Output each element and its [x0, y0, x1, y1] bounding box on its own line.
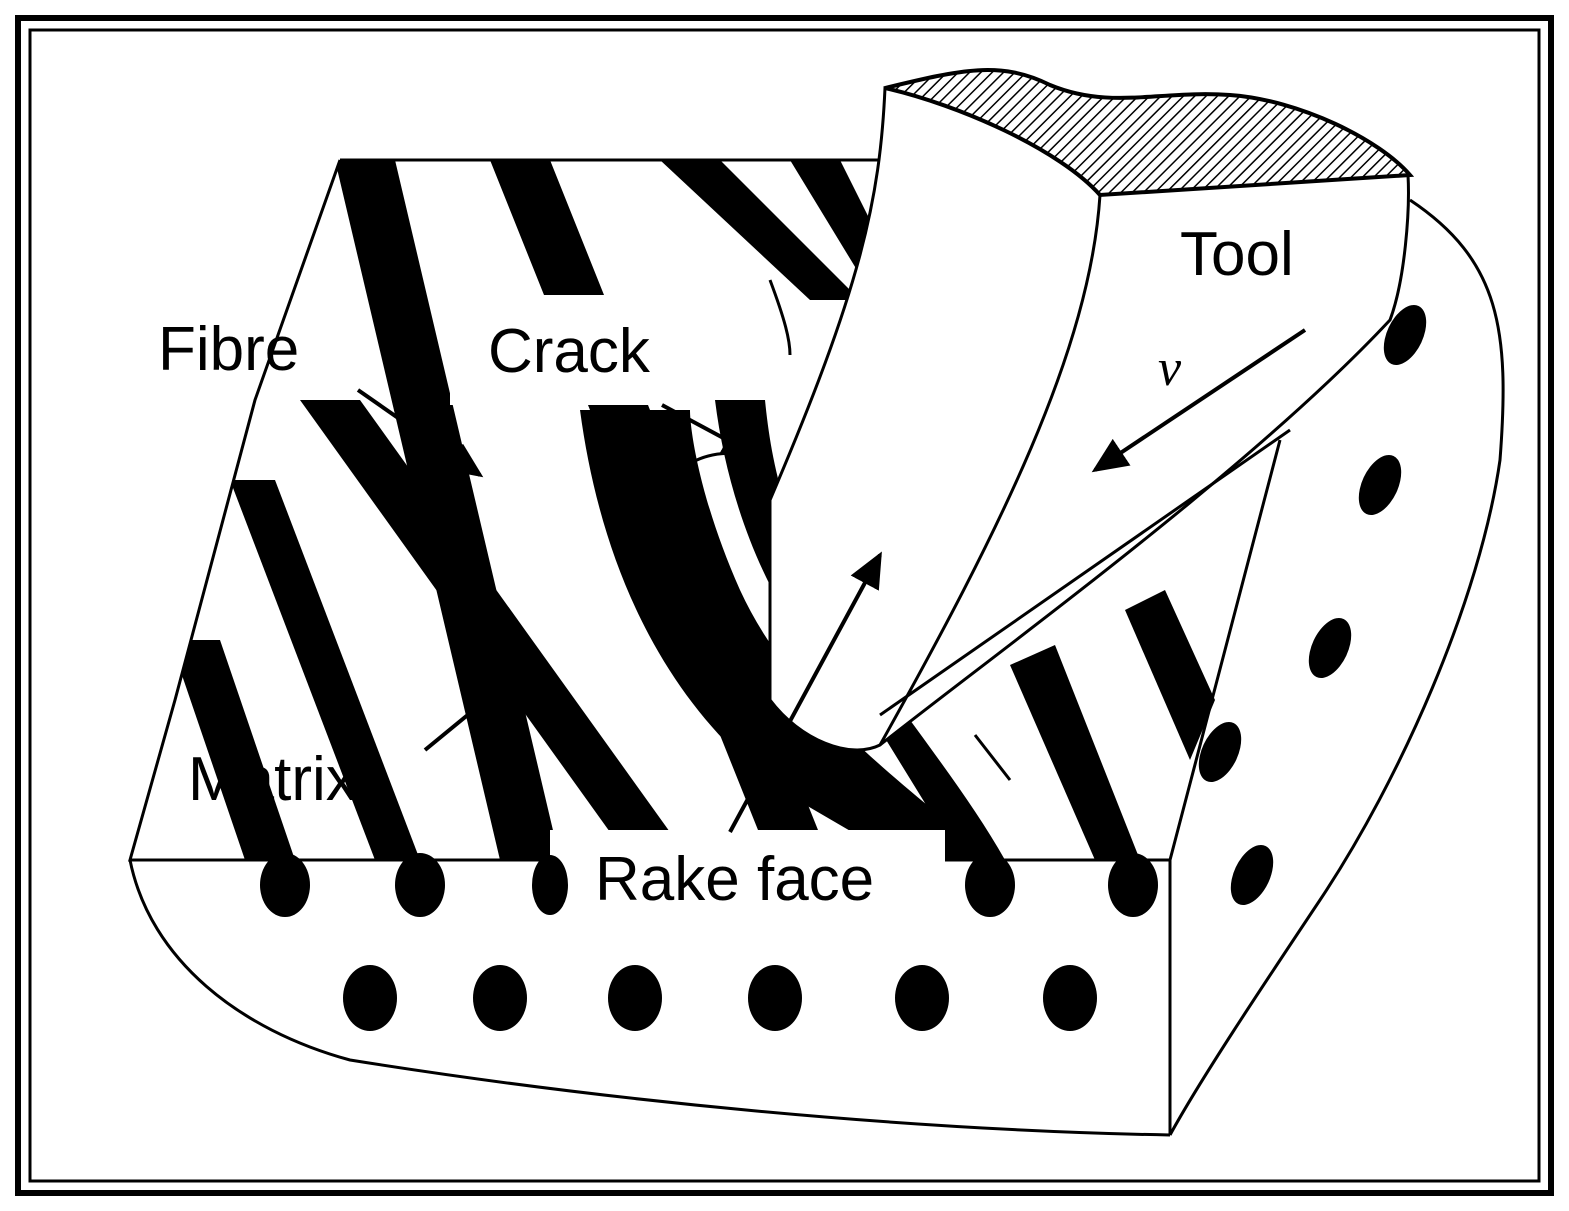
rake-face-arrow	[728, 551, 882, 833]
fibre-end	[748, 965, 802, 1031]
fibre-end	[1198, 722, 1242, 782]
crack-arrow	[661, 403, 759, 457]
velocity-arrow	[1091, 328, 1307, 473]
fibre-end	[395, 853, 445, 917]
label-crack: Crack	[488, 317, 651, 386]
rake-face-label-box	[550, 830, 945, 925]
tool-edge	[878, 194, 1102, 746]
fibre-end	[895, 965, 949, 1031]
tool-hatched-top	[884, 68, 1415, 198]
fibre-end	[965, 853, 1015, 917]
workpiece-side-face	[1168, 198, 1505, 1136]
label-fibre: Fibre	[158, 315, 299, 384]
label-rake-face: Rake face	[595, 845, 874, 914]
fibre-end	[1043, 965, 1097, 1031]
fibre-stripe	[660, 160, 860, 300]
crack-label-box	[450, 295, 712, 405]
fibre-stripe	[300, 400, 690, 860]
label-tool: Tool	[1180, 220, 1294, 289]
matrix-arrow	[423, 669, 524, 752]
fibre-arrow	[356, 388, 484, 478]
tool-edge	[879, 428, 1291, 717]
fibre-ends-row-2	[343, 965, 1097, 1031]
workpiece-bottom	[128, 859, 1171, 1137]
fibre-stripe	[1125, 590, 1215, 760]
crack-arrow	[596, 408, 693, 549]
fibre-end	[1108, 853, 1158, 917]
fibre-stripe	[1010, 645, 1140, 860]
inner-frame	[28, 28, 1541, 1183]
fibre-end	[260, 853, 310, 917]
side-fibre-stripes	[1010, 590, 1215, 860]
outer-frame	[15, 15, 1554, 1196]
fibre-end	[1230, 845, 1274, 905]
fibre-end	[1308, 618, 1352, 678]
crack-mark	[973, 734, 1012, 781]
fibre-stripe	[790, 160, 880, 275]
side-fibre-ends	[1198, 305, 1427, 905]
fibre-end	[343, 965, 397, 1031]
fibre-end	[473, 965, 527, 1031]
fibre-end	[532, 855, 568, 915]
fibre-ends-row-1	[260, 853, 1158, 917]
fibre-end	[608, 965, 662, 1031]
fibre-stripe	[170, 640, 295, 860]
label-velocity: v	[1158, 340, 1182, 397]
fibre-end	[1383, 305, 1427, 365]
label-matrix: Matrix	[188, 745, 357, 814]
fibre-stripe	[230, 480, 420, 860]
crack-mark	[768, 279, 792, 356]
fibre-end	[1358, 455, 1402, 515]
